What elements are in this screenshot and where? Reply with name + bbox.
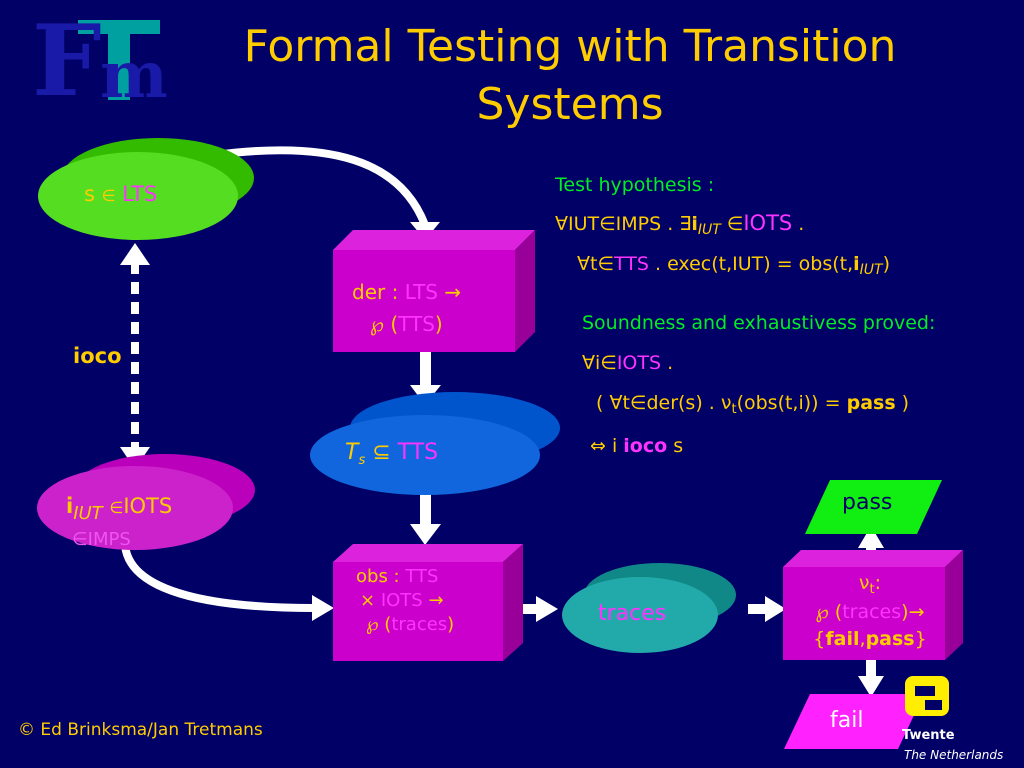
arrow-spec-to-der <box>214 146 429 227</box>
test-hypothesis: Test hypothesis : ∀IUT∈IMPS . ∃iIUT ∈IOT… <box>555 166 890 285</box>
university-country: The Netherlands <box>904 748 1004 762</box>
ts-label: Ts ⊆ TTS <box>345 440 439 468</box>
ts-ellipse <box>310 415 540 495</box>
logo-stem <box>108 20 130 100</box>
arrowhead-verdict <box>765 596 786 622</box>
arrowhead-fail <box>858 676 884 697</box>
pass-shape <box>805 480 942 534</box>
arrow-verdict-to-fail <box>866 660 876 678</box>
spec-ellipse <box>38 152 238 240</box>
soundness-line-3: ⇔ i ioco s <box>590 435 684 457</box>
footer-credit: © Ed Brinksma/Jan Tretmans <box>18 720 263 740</box>
arrow-traces-to-verdict <box>748 604 768 614</box>
arrow-der-to-ts <box>420 352 431 388</box>
twente-logo-icon <box>905 676 949 716</box>
soundness-line-2: ( ∀t∈der(s) . νt(obs(t,i)) = pass ) <box>596 392 910 417</box>
verdict-box-top <box>783 550 963 567</box>
impl-ellipse <box>37 466 233 550</box>
arrowhead-obs-top <box>410 524 441 545</box>
page-title: Formal Testing with Transition Systems <box>243 21 897 130</box>
verdict-box-side <box>945 550 963 660</box>
fail-label: fail <box>830 708 864 733</box>
pass-label: pass <box>842 490 893 515</box>
university-name: Twente <box>902 728 955 743</box>
soundness-line-1: ∀i∈IOTS . <box>582 352 674 374</box>
hypothesis-line-2: ∀t∈TTS . exec(t,IUT) = obs(t,iIUT) <box>577 253 891 278</box>
hypothesis-line-1: ∀IUT∈IMPS . ∃iIUT ∈IOTS . <box>555 211 805 238</box>
arrowhead-pass <box>858 526 884 548</box>
obs-box-top <box>333 544 523 562</box>
verdict-label: νt: ℘ (traces)→ {fail,pass} <box>813 572 927 650</box>
ioco-arrowhead-up <box>120 243 150 265</box>
ioco-label: ioco <box>73 344 122 368</box>
spec-label: s ∈ LTS <box>84 182 158 206</box>
fail-shape <box>784 694 924 749</box>
logo-letter-f: F <box>32 4 102 119</box>
impl-label: iIUT ∈IOTS <box>66 494 173 524</box>
arrow-impl-to-obs <box>121 544 316 612</box>
der-box-front <box>333 250 515 352</box>
arrow-ts-to-obs <box>420 493 431 527</box>
obs-box-front <box>333 562 503 661</box>
der-box-top <box>333 230 535 250</box>
arrowhead-traces <box>536 596 558 622</box>
hypothesis-heading: Test hypothesis : <box>555 174 715 196</box>
soundness-heading: Soundness and exhaustivess proved: <box>582 312 936 334</box>
obs-box-side <box>503 544 523 661</box>
obs-label: obs : TTS × IOTS → ℘ (traces) <box>356 566 455 635</box>
der-box-side <box>515 230 535 352</box>
der-label: der : LTS → ℘ (TTS) <box>352 280 462 336</box>
arrowhead-obs <box>312 595 334 621</box>
traces-ellipse <box>562 577 718 653</box>
traces-label: traces <box>598 601 667 626</box>
logo-letter-m: m <box>100 38 168 113</box>
impl-sublabel: ∈IMPS <box>72 529 131 550</box>
verdict-box-front <box>783 567 945 660</box>
soundness: Soundness and exhaustivess proved: ∀i∈IO… <box>582 303 935 466</box>
